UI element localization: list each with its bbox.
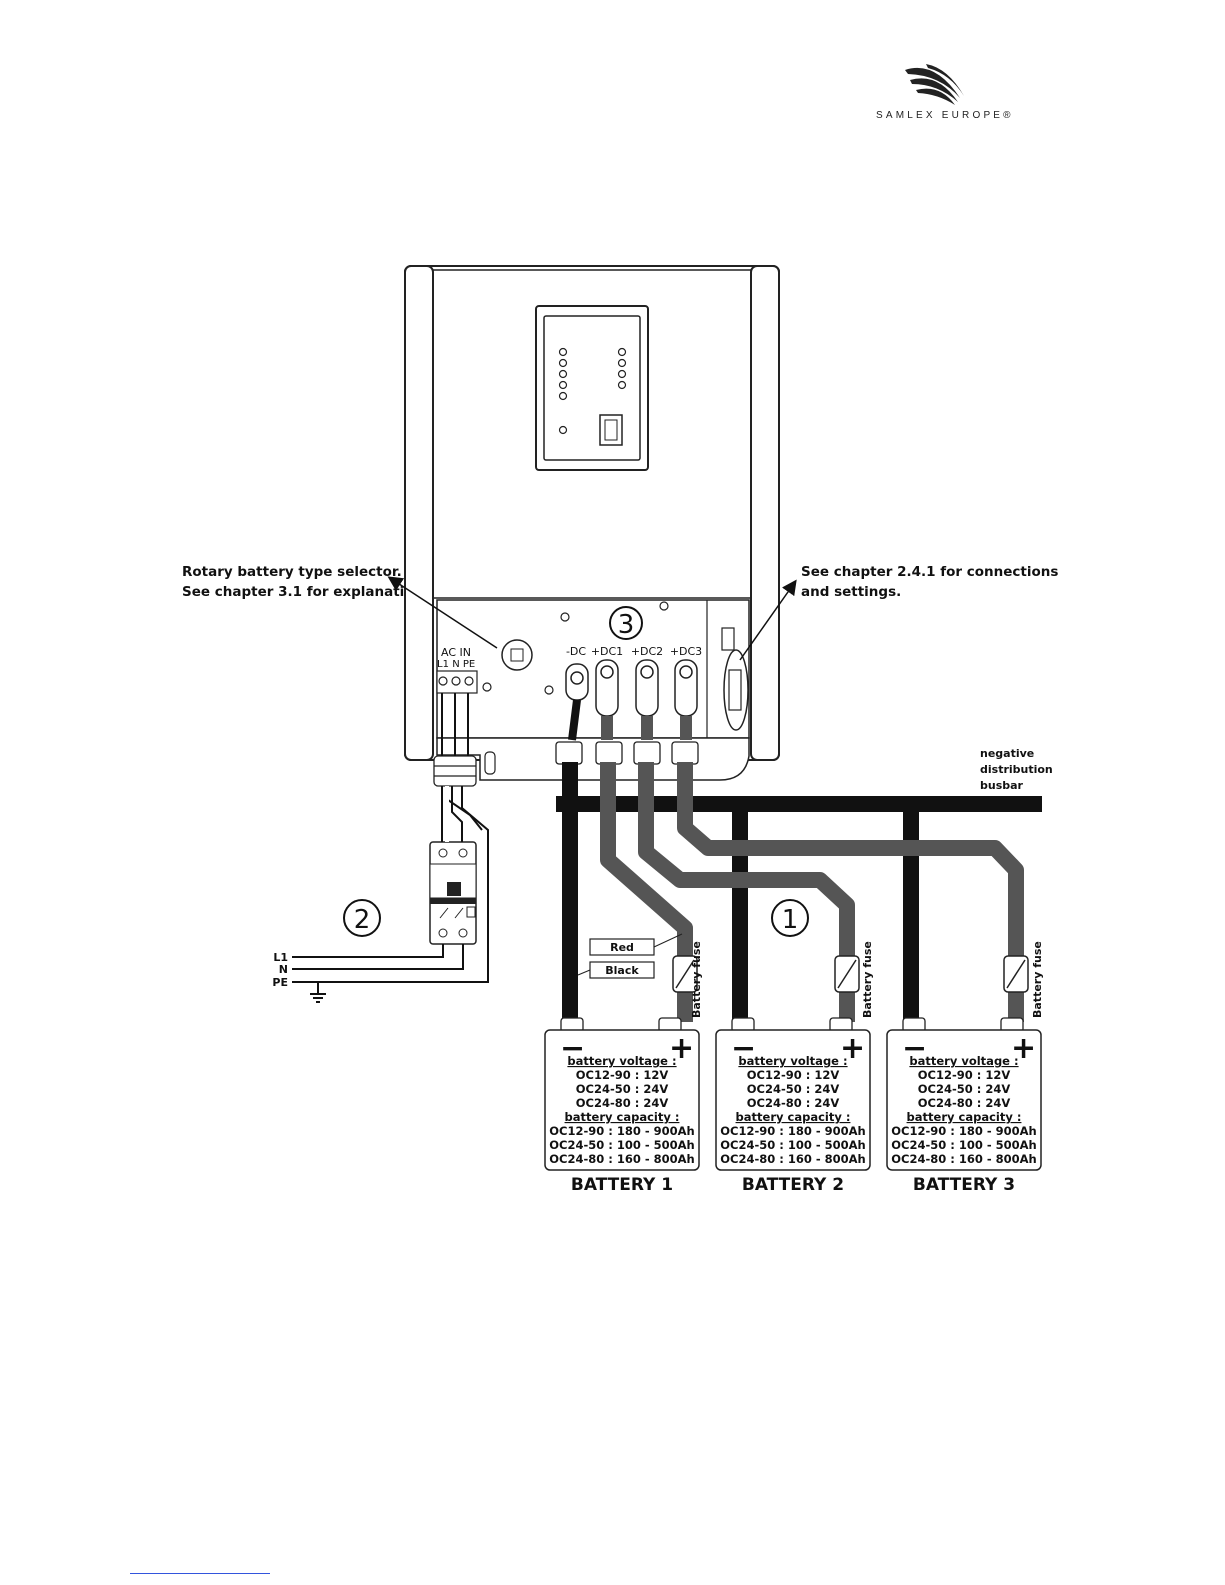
battery-fuses <box>672 955 1029 993</box>
dc-terminal-neg: -DC <box>566 645 586 658</box>
connections-note-line-2: and settings. <box>801 584 902 600</box>
battery-capacity-heading: battery capacity : <box>565 1110 680 1124</box>
red-label: Red <box>610 941 634 954</box>
fuse-label-2: Battery fuse <box>861 941 874 1018</box>
battery-title: BATTERY 3 <box>913 1175 1015 1195</box>
samlex-logo-icon <box>905 64 964 105</box>
battery-plus-sign: + <box>669 1031 694 1066</box>
battery-capacity-row: OC24-80 : 160 - 800Ah <box>720 1152 865 1166</box>
battery-capacity-row: OC12-90 : 180 - 900Ah <box>891 1124 1036 1138</box>
fuse-label-1: Battery fuse <box>690 941 703 1018</box>
busbar-label: negative distribution busbar <box>980 746 1053 794</box>
battery-capacity-row: OC24-80 : 160 - 800Ah <box>549 1152 694 1166</box>
connection-area <box>436 599 750 781</box>
battery-voltage-row: OC24-80 : 24V <box>918 1096 1011 1110</box>
busbar-label-line-1: negative <box>980 747 1035 760</box>
battery-box <box>544 1029 700 1171</box>
led-indicators-left <box>558 347 568 435</box>
battery-2: −+battery voltage :OC12-90 : 12VOC24-50 … <box>715 1017 871 1195</box>
battery-voltage-row: OC24-50 : 24V <box>918 1082 1011 1096</box>
battery-title: BATTERY 1 <box>571 1175 673 1195</box>
battery-capacity-row: OC24-50 : 100 - 500Ah <box>891 1138 1036 1152</box>
footer-link-underline <box>130 1573 270 1574</box>
ac-wiring <box>292 693 489 1003</box>
battery-capacity-row: OC24-50 : 100 - 500Ah <box>549 1138 694 1152</box>
rcbo-breaker <box>429 841 477 945</box>
battery-title: BATTERY 2 <box>742 1175 844 1195</box>
marker-3: 3 <box>609 606 643 640</box>
black-label: Black <box>605 964 639 977</box>
battery-box <box>886 1029 1042 1171</box>
dc-terminal-dc3: +DC3 <box>670 645 702 658</box>
battery-1: −+battery voltage :OC12-90 : 12VOC24-50 … <box>544 1017 700 1195</box>
grid-line-n: N <box>279 963 288 976</box>
battery-capacity-heading: battery capacity : <box>736 1110 851 1124</box>
battery-voltage-row: OC12-90 : 12V <box>747 1068 840 1082</box>
battery-voltage-heading: battery voltage : <box>909 1054 1018 1068</box>
marker-2: 2 <box>343 899 381 937</box>
connections-note: See chapter 2.4.1 for connections and se… <box>801 562 1058 602</box>
battery-voltage-heading: battery voltage : <box>567 1054 676 1068</box>
led-indicators-right <box>617 347 627 390</box>
busbar-label-line-2: distribution <box>980 763 1053 776</box>
dc-studs <box>565 659 698 717</box>
battery-capacity-heading: battery capacity : <box>907 1110 1022 1124</box>
battery-voltage-row: OC24-50 : 24V <box>576 1082 669 1096</box>
connections-arrow <box>739 579 797 661</box>
rotary-selector-note: Rotary battery type selector. See chapte… <box>182 562 428 602</box>
battery-3: −+battery voltage :OC12-90 : 12VOC24-50 … <box>886 1017 1042 1195</box>
battery-capacity-row: OC24-50 : 100 - 500Ah <box>720 1138 865 1152</box>
connector-icon <box>721 627 735 651</box>
rotary-selector-arrow <box>387 576 498 649</box>
grid-line-pe: PE <box>272 976 288 989</box>
marker-2-label: 2 <box>354 905 371 935</box>
ac-terminal-block <box>436 670 478 694</box>
ac-terminal-l1: L1 <box>437 659 449 670</box>
dc-terminal-dc2: +DC2 <box>631 645 663 658</box>
busbar-label-line-3: busbar <box>980 779 1023 792</box>
battery-minus-sign: − <box>902 1031 927 1066</box>
battery-voltage-row: OC12-90 : 12V <box>918 1068 1011 1082</box>
negative-busbar <box>556 796 1042 812</box>
logo-text: SAMLEX EUROPE® <box>876 110 1014 121</box>
battery-capacity-row: OC12-90 : 180 - 900Ah <box>549 1124 694 1138</box>
cable-glands <box>433 741 699 787</box>
battery-minus-sign: − <box>731 1031 756 1066</box>
marker-1-label: 1 <box>782 905 799 935</box>
battery-voltage-row: OC12-90 : 12V <box>576 1068 669 1082</box>
battery-capacity-row: OC12-90 : 180 - 900Ah <box>720 1124 865 1138</box>
marker-3-label: 3 <box>618 610 635 640</box>
grid-line-l1: L1 <box>273 951 288 964</box>
battery-plus-sign: + <box>1011 1031 1036 1066</box>
battery-capacity-row: OC24-80 : 160 - 800Ah <box>891 1152 1036 1166</box>
battery-box <box>715 1029 871 1171</box>
battery-voltage-row: OC24-80 : 24V <box>747 1096 840 1110</box>
control-panel <box>535 305 649 471</box>
battery-voltage-row: OC24-50 : 24V <box>747 1082 840 1096</box>
rotary-note-line-2: See chapter 3.1 for explanation. <box>182 584 429 600</box>
battery-voltage-heading: battery voltage : <box>738 1054 847 1068</box>
battery-voltage-row: OC24-80 : 24V <box>576 1096 669 1110</box>
battery-minus-sign: − <box>560 1031 585 1066</box>
batteries: −+battery voltage :OC12-90 : 12VOC24-50 … <box>544 1017 1042 1195</box>
rotary-note-line-1: Rotary battery type selector. <box>182 564 402 580</box>
cable-legend: Red Black <box>577 933 683 979</box>
ac-terminal-pe: PE <box>463 659 475 670</box>
connections-note-line-1: See chapter 2.4.1 for connections <box>801 564 1059 580</box>
battery-plus-sign: + <box>840 1031 865 1066</box>
dc-terminal-dc1: +DC1 <box>591 645 623 658</box>
marker-1: 1 <box>771 899 809 937</box>
ac-in-title: AC IN <box>441 646 471 659</box>
ac-terminal-n: N <box>452 659 459 670</box>
fuse-label-3: Battery fuse <box>1031 941 1044 1018</box>
